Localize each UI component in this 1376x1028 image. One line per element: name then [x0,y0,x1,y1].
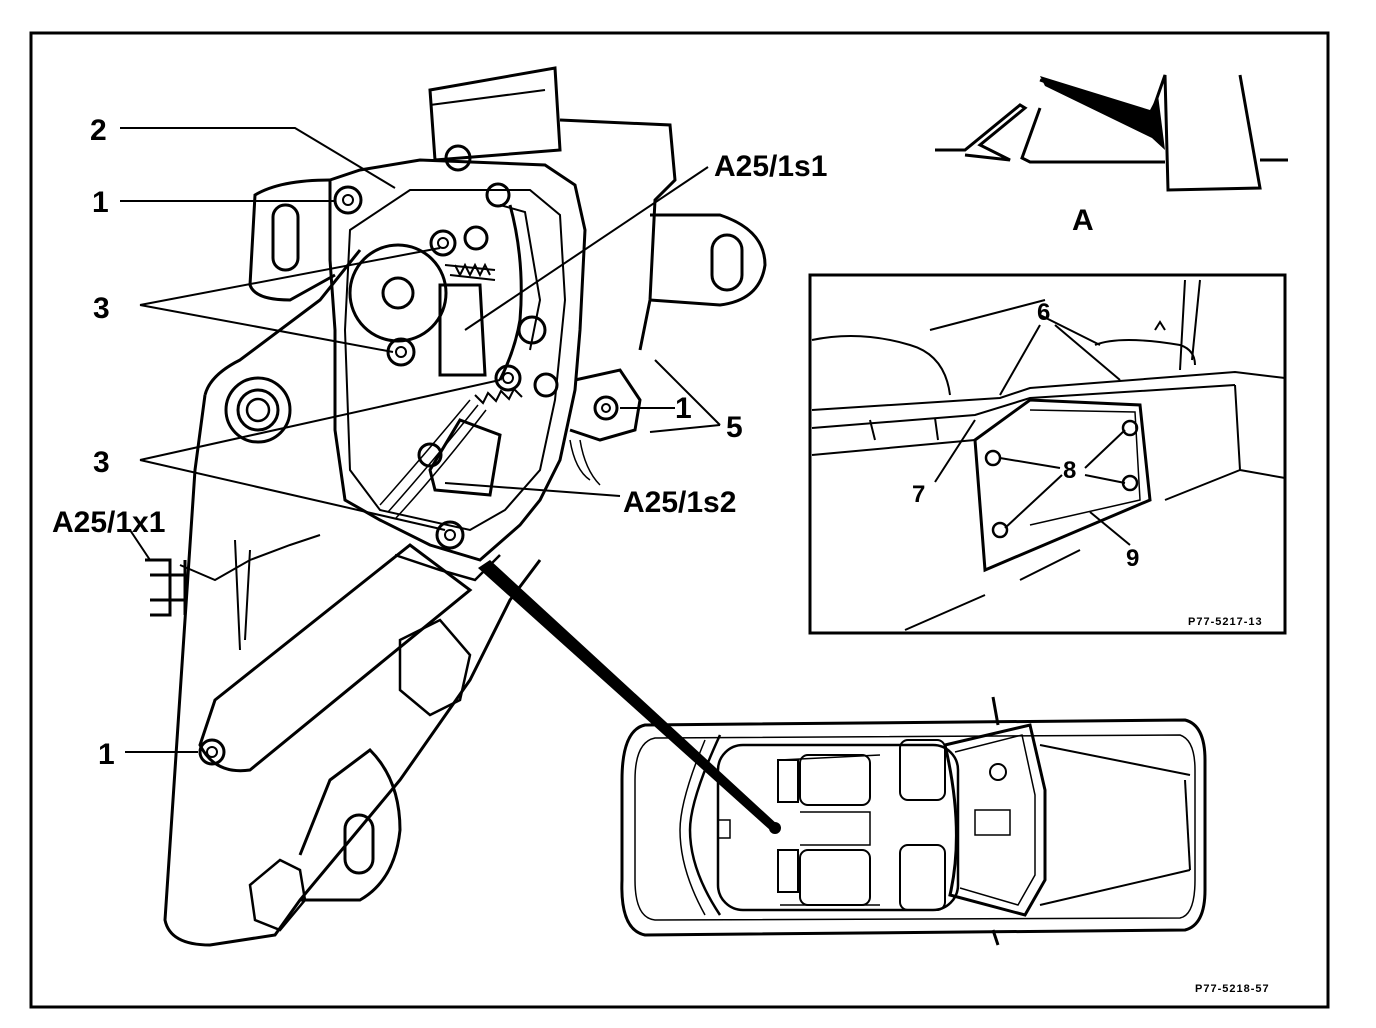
parking-brake-assembly [145,66,767,947]
inset-label-6: 6 [1037,299,1050,326]
label-3-lower: 3 [93,446,110,479]
label-a25-1x1: A25/1x1 [52,506,165,539]
label-detail-a: A [1072,204,1094,237]
inset-label-8: 8 [1063,457,1076,484]
inset-label-9: 9 [1126,545,1139,572]
label-a25-1s2: A25/1s2 [623,486,736,519]
label-1-bottom: 1 [98,738,115,771]
label-1-right: 1 [675,392,692,425]
label-2: 2 [90,114,107,147]
label-1-top: 1 [92,186,109,219]
inset-figure-code: P77-5217-13 [1188,616,1263,628]
callout-lines [120,127,721,753]
figure-code: P77-5218-57 [1195,983,1270,995]
outer-frame [29,31,1330,1009]
inset-label-7: 7 [912,481,925,508]
location-pointer [478,560,778,830]
label-a25-1s1: A25/1s1 [714,150,827,183]
label-5: 5 [726,411,743,444]
inset-panel: 6 7 8 9 P77-5217-13 [808,273,1287,635]
vehicle-top-view [620,696,1207,946]
location-dot [769,822,781,834]
detail-a-view: A [935,74,1288,237]
label-3-upper: 3 [93,292,110,325]
